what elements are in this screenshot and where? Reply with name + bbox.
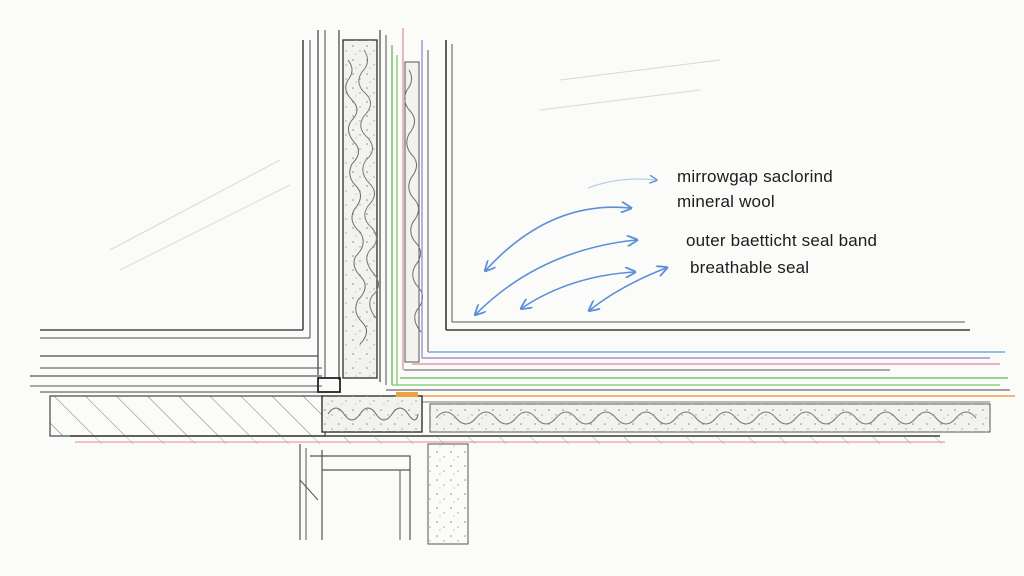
hatched-sill-slab — [40, 391, 326, 437]
arrow-1 — [486, 207, 630, 270]
label-outer-seal-band: outer baetticht seal band — [686, 231, 878, 250]
horizontal-mineral-wool-band — [429, 403, 991, 433]
label-breathable-seal: breathable seal — [690, 258, 810, 277]
horizontal-seal-lines — [386, 351, 1015, 403]
arrow-5 — [587, 179, 656, 189]
vertical-mineral-wool-column — [338, 30, 381, 382]
base-slab — [70, 435, 945, 444]
vertical-seal-lines — [385, 28, 453, 385]
corner-joint-block — [317, 377, 423, 433]
foundation-profile — [299, 443, 469, 545]
right-glazing-panel — [446, 321, 970, 331]
background-sketch-lines — [109, 59, 721, 271]
arrow-4 — [590, 268, 666, 310]
label-mineral-wool: mineral wool — [677, 192, 775, 211]
label-mirrowgap: mirrowgap saclorind — [677, 167, 833, 186]
arrow-3 — [522, 272, 634, 308]
arrow-annotations — [476, 179, 666, 314]
left-frame-lines — [30, 375, 322, 387]
arrow-2 — [476, 240, 636, 314]
left-glazing-panel — [40, 30, 326, 378]
